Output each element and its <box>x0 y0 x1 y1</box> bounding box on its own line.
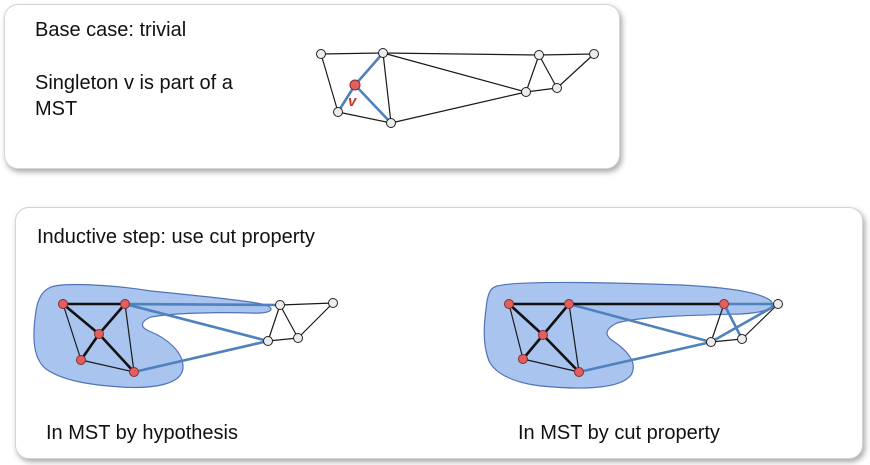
graph-edge <box>382 52 527 93</box>
tree-edge <box>542 303 570 336</box>
graph-edge <box>568 303 580 373</box>
singleton-vertex <box>349 79 361 91</box>
graph-edge <box>710 303 725 343</box>
tree-region <box>483 281 773 389</box>
tree-vertex <box>518 354 528 364</box>
tree-vertex <box>719 299 729 309</box>
graph-edge <box>382 52 392 124</box>
tree-region <box>33 283 272 389</box>
graph-edge <box>297 302 334 339</box>
tree-edge <box>508 303 544 336</box>
tree-vertex <box>504 299 514 309</box>
graph-edge <box>320 52 384 55</box>
graph-edge <box>62 303 82 361</box>
base-case-title: Base case: trivial <box>35 19 187 41</box>
graph-edge <box>382 52 540 56</box>
graph-edge <box>267 337 299 342</box>
tree-vertex <box>94 329 104 339</box>
graph-edge <box>390 91 527 124</box>
graph-vertex <box>333 107 343 117</box>
graph-edge <box>279 304 299 339</box>
tree-edge <box>522 334 544 360</box>
tree-edge <box>542 334 580 373</box>
cut-edge <box>578 340 712 374</box>
tree-vertex <box>129 367 139 377</box>
graph-vertex <box>378 48 388 58</box>
tree-vertex <box>574 367 584 377</box>
tree-edge <box>62 303 100 335</box>
graph-edge <box>279 302 334 306</box>
graph-vertex <box>534 50 544 60</box>
cut-edge <box>133 339 269 374</box>
mst-edge <box>354 84 392 124</box>
cut-property-graph <box>483 281 783 389</box>
tree-edge <box>79 333 101 361</box>
hypothesis-graph <box>33 283 338 389</box>
cut-edge <box>710 302 779 344</box>
graph-edge <box>710 338 743 343</box>
graph-vertex <box>263 336 273 346</box>
graph-vertex <box>706 337 716 347</box>
graph-vertex <box>521 87 531 97</box>
inductive-step-panel: Inductive step: use cut property <box>15 207 863 459</box>
cut-edge <box>124 302 269 343</box>
tree-edge <box>98 303 126 335</box>
graph-vertex <box>293 333 303 343</box>
graph-edge <box>556 53 595 89</box>
graph-vertex <box>589 49 599 59</box>
tree-vertex <box>120 299 130 309</box>
graph-vertex <box>386 118 396 128</box>
cut-property-caption: In MST by cut property <box>518 422 720 444</box>
graph-edge <box>267 304 281 342</box>
graph-edge <box>522 358 580 373</box>
graph-edge <box>741 303 779 340</box>
inductive-step-title: Inductive step: use cut property <box>37 226 315 248</box>
graph-edge <box>80 359 135 373</box>
tree-vertex <box>564 299 574 309</box>
graph-edge <box>337 111 392 124</box>
cut-edge <box>722 303 744 340</box>
hypothesis-caption: In MST by hypothesis <box>46 422 238 444</box>
tree-vertex <box>58 299 68 309</box>
graph-vertex <box>275 300 285 310</box>
tree-vertex <box>538 330 548 340</box>
mst-edge <box>354 52 384 86</box>
graph-edge <box>320 53 339 113</box>
graph-edge <box>538 54 558 89</box>
graph-vertex <box>773 299 783 309</box>
tree-vertex <box>76 355 86 365</box>
base-case-graph: v <box>316 48 599 128</box>
tree-edge <box>98 333 135 373</box>
base-case-panel: Base case: trivial Singleton v is part o… <box>4 4 620 169</box>
graph-edge <box>508 303 524 360</box>
graph-vertex <box>552 83 562 93</box>
cut-edge <box>568 302 712 344</box>
graph-edge <box>538 53 595 56</box>
base-case-description: Singleton v is part of a MST <box>35 72 233 120</box>
cut-edge <box>124 302 281 307</box>
graph-vertex <box>328 298 338 308</box>
graph-vertex <box>737 334 747 344</box>
graph-edge <box>525 54 540 93</box>
graph-edge <box>124 303 135 373</box>
graph-edge <box>525 87 558 93</box>
vertex-label-v: v <box>348 93 358 110</box>
graph-vertex <box>316 49 326 59</box>
